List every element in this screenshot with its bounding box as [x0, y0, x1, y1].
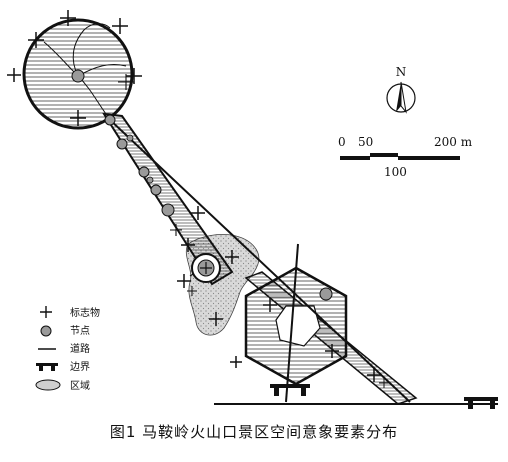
scale-tick-label: 50: [358, 135, 373, 149]
node-icon: [319, 287, 333, 301]
boundary-icon: [36, 363, 58, 371]
plus-icon: [225, 250, 239, 264]
legend-label: 区域: [70, 379, 90, 392]
plus-icon: [177, 274, 191, 288]
plus-icon: [126, 68, 142, 84]
node-icon: [138, 166, 150, 178]
plus-icon: [379, 378, 389, 388]
plus-icon: [70, 110, 86, 126]
plus-icon: [187, 286, 197, 296]
main-road: [107, 117, 411, 403]
node-icon: [104, 114, 116, 126]
boundary-marker: [464, 397, 498, 409]
node-icons: [71, 69, 333, 301]
plus-icon: [209, 312, 223, 326]
node-icon: [161, 203, 175, 217]
plus-icon: [112, 18, 128, 34]
plus-icon: [191, 206, 205, 220]
ellipse-icon: [35, 379, 61, 391]
legend-label: 标志物: [70, 306, 100, 319]
scale-bar: 0 50 200 m 100: [338, 135, 473, 179]
vertical-road: [285, 243, 299, 403]
node-icon: [116, 138, 128, 150]
plus-icon: [28, 32, 44, 48]
plus-icon: [60, 10, 76, 26]
node-icon: [71, 69, 85, 83]
plus-icon: [118, 74, 134, 90]
plus-icon: [263, 298, 277, 312]
legend-label: 边界: [70, 361, 90, 373]
north-label: N: [396, 65, 407, 79]
figure-caption: 图1 马鞍岭火山口景区空间意象要素分布: [109, 423, 399, 441]
plus-icon: [230, 356, 242, 368]
hexagon-inner: [275, 305, 321, 347]
plus-icon: [7, 68, 21, 82]
north-arrow: N: [386, 65, 416, 114]
legend-label: 道路: [70, 342, 90, 355]
node-icon: [146, 176, 154, 184]
legend: 标志物 节点 道路 边界 区域: [35, 306, 100, 392]
scale-sub-label: 100: [384, 165, 407, 179]
junction-cross: [200, 262, 212, 274]
plus-icon: [367, 368, 381, 382]
crater-path: [72, 23, 111, 77]
node-icon: [40, 325, 52, 337]
scale-tick-label: 200 m: [434, 135, 473, 149]
boundary-marker: [270, 384, 310, 396]
north-needle-icon: [396, 82, 401, 112]
plus-icon: [325, 344, 339, 358]
node-icon: [126, 134, 134, 142]
plus-icon: [40, 306, 52, 318]
scale-tick-label: 0: [338, 135, 346, 149]
landmark-icons: [7, 10, 389, 388]
plus-icon: [170, 224, 182, 236]
legend-label: 节点: [70, 325, 90, 337]
node-icon: [150, 184, 162, 196]
plus-icon: [181, 238, 195, 252]
